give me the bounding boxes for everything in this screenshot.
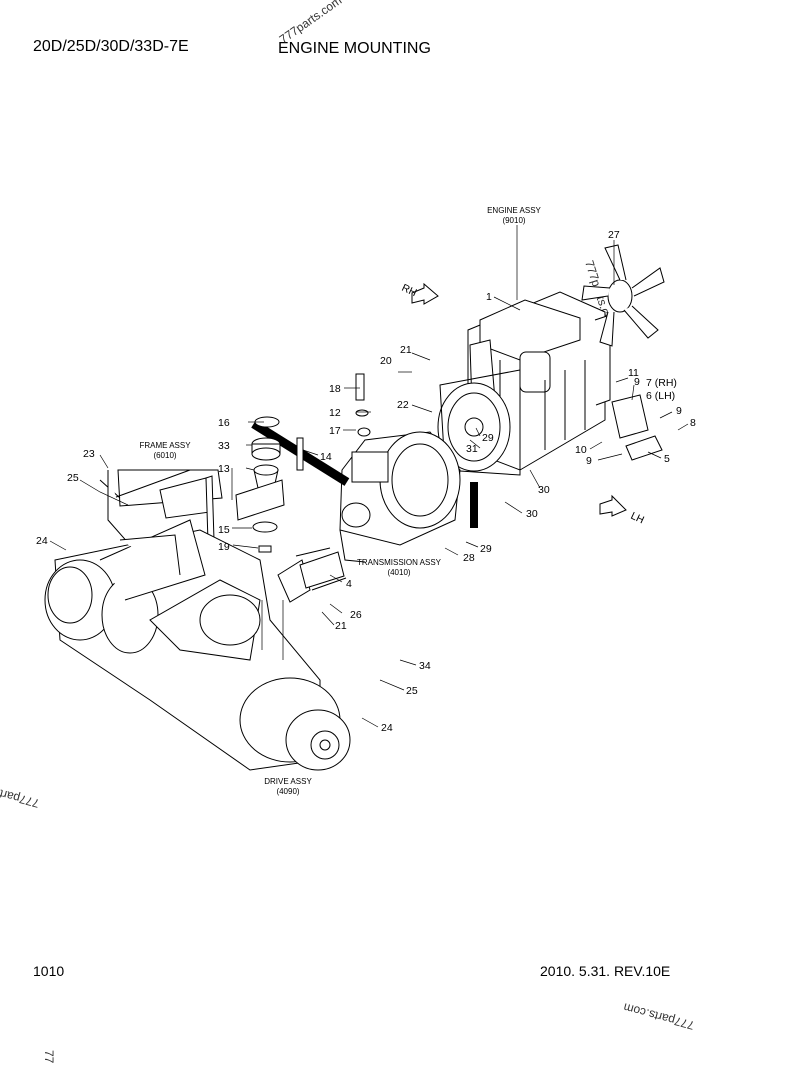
callout-7-rh: 7 (RH) [646,377,677,389]
callout-16: 16 [218,417,230,429]
drive-assy-label: DRIVE ASSY [264,777,312,786]
engine-mount-rubber-stack [235,373,371,553]
callout-8: 8 [690,417,696,429]
frame-assy-code: (6010) [153,451,176,460]
callout-23: 23 [83,448,95,460]
transmission-assy-label: TRANSMISSION ASSY [357,558,442,567]
engine-assy-label: ENGINE ASSY [487,206,541,215]
transmission-assy-code: (4010) [387,568,410,577]
callout-numbers: 1 27 20 21 18 12 22 17 16 33 14 13 15 19… [36,229,696,734]
callout-30-upper: 30 [538,484,550,496]
callout-9-lower: 9 [586,455,592,467]
drive-assy-code: (4090) [276,787,299,796]
callout-26: 26 [350,609,362,621]
engine-assy-code: (9010) [502,216,525,225]
callout-19: 19 [218,541,230,553]
callout-30-lower: 30 [526,508,538,520]
revision-date: 2010. 5.31. REV.10E [540,963,671,979]
callout-20: 20 [380,355,392,367]
svg-text:LH: LH [629,510,646,527]
callout-10: 10 [575,444,587,456]
callout-24-right: 24 [381,722,393,734]
callout-9-upper: 9 [634,376,640,388]
callout-11: 11 [628,367,639,379]
callout-leader-lines [49,225,689,728]
callout-6-lh: 6 (LH) [646,390,675,402]
transmission-assembly-drawing [339,431,461,563]
callout-25-frame: 25 [67,472,79,484]
callout-15: 15 [218,524,230,536]
rh-direction-arrow: RH [400,282,439,305]
callout-4: 4 [346,578,352,590]
drive-axle-assembly-drawing [44,519,351,771]
watermark-bottom: 777parts.com [622,1000,696,1032]
model-number: 20D/25D/30D/33D-7E [33,38,189,55]
page-title: ENGINE MOUNTING [278,40,431,57]
callout-17: 17 [329,425,341,437]
callout-28: 28 [463,552,475,564]
callout-21: 21 [400,344,412,356]
callout-27: 27 [608,229,620,241]
callout-21-lower: 21 [335,620,347,632]
callout-18: 18 [329,383,341,395]
frame-assy-label: FRAME ASSY [139,441,191,450]
callout-31: 31 [466,443,478,455]
callout-22: 22 [397,399,409,411]
mounting-bolt-bar-right [470,482,478,528]
callout-24-left: 24 [36,535,48,547]
watermark-left: 777parts.com [0,778,41,810]
page-number: 1010 [33,963,65,979]
callout-9-right: 9 [676,405,682,417]
callout-33: 33 [218,440,230,452]
propeller-shaft-drawing [277,547,347,603]
callout-5: 5 [664,453,670,465]
watermark-top: 777parts.com [277,0,345,46]
engine-assembly-drawing [437,291,611,476]
assembly-labels: ENGINE ASSY (9010) FRAME ASSY (6010) TRA… [139,206,541,796]
watermark-corner: 77 [42,1050,56,1064]
callout-25-drive: 25 [406,685,418,697]
callout-29-upper: 29 [482,432,494,444]
engine-mount-bracket-right [611,394,663,461]
callout-34: 34 [419,660,431,672]
callout-14: 14 [320,451,332,463]
callout-1: 1 [486,291,492,303]
callout-13: 13 [218,463,230,475]
lh-direction-arrow: LH [599,494,646,527]
callout-29-lower: 29 [480,543,492,555]
cooling-fan-drawing [581,244,665,347]
svg-text:RH: RH [400,282,419,299]
callout-12: 12 [329,407,341,419]
frame-bracket-drawing [99,469,223,546]
